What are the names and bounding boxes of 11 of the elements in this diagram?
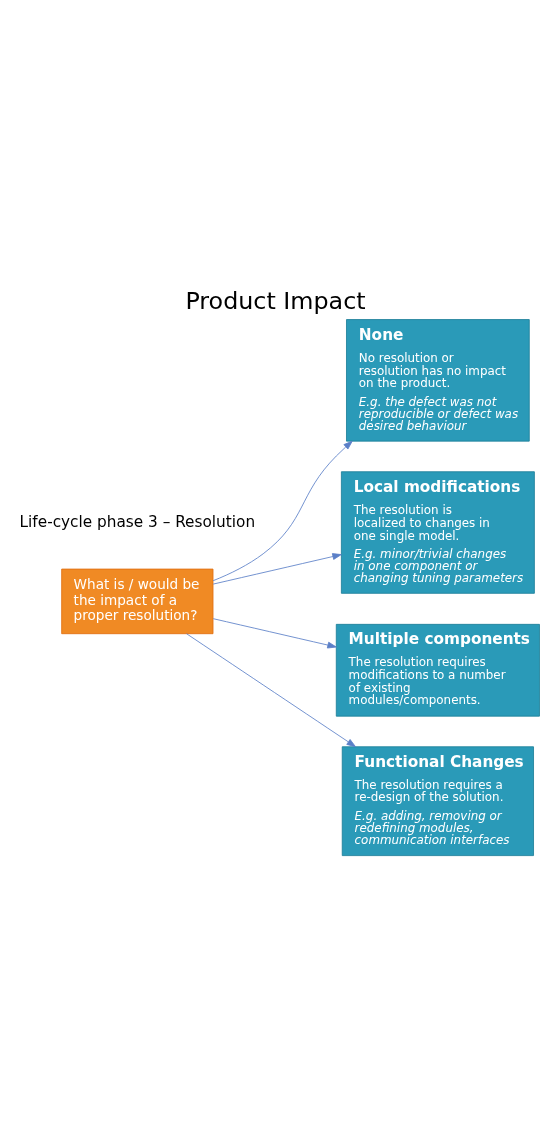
node-box: Local modifications The resolution is localized to changes in one single model. E.g. minor/trivial changes in one component or changing tuning parameters — [340, 470, 535, 594]
arrow — [186, 632, 356, 747]
diagram-title: Product Impact — [185, 286, 366, 315]
node-box: Functional Changes The resolution requires a re-design of the solution. E.g. adding, removing or redefining modules, communication interfaces — [341, 745, 534, 856]
node-box: None No resolution or resolution has no impact on the product. E.g. the defect was not reproducible or defect was desired behaviour — [346, 318, 530, 442]
label: Life-cycle phase 3 – Resolution — [19, 512, 256, 531]
node-box: Multiple components The resolution requires modifications to a number of existing modules/components. — [335, 623, 540, 717]
node-box: What is / would be the impact of a proper resolution? — [61, 568, 214, 634]
arrow — [212, 440, 353, 581]
arrow — [212, 617, 337, 648]
arrow — [212, 552, 342, 585]
